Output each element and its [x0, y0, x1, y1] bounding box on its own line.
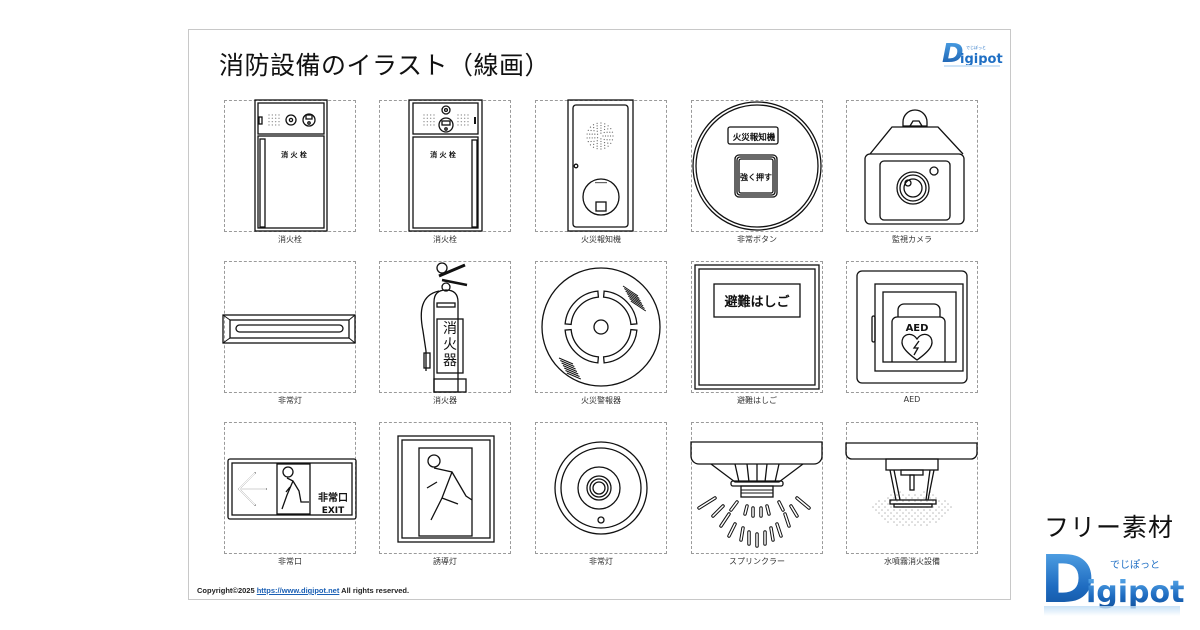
illustration-caption: 非常灯	[278, 396, 302, 405]
illustration-card[interactable]: 消 火 栓	[224, 99, 356, 232]
illustration-card[interactable]	[222, 261, 356, 393]
emergency-light-bar-icon	[222, 314, 356, 344]
emergency-ceiling-light-icon	[554, 441, 648, 535]
illustration-card[interactable]: 消 火 栓	[379, 99, 511, 232]
illustration-card[interactable]	[690, 422, 823, 554]
brand-d: D	[1040, 541, 1095, 618]
guide-light-icon	[397, 435, 495, 543]
copyright-prefix: Copyright©2025	[197, 586, 257, 595]
illustration-card[interactable]: 非常口 EXIT	[224, 422, 357, 554]
water-mist-icon	[845, 442, 978, 526]
aed-cabinet-icon: AED	[856, 270, 968, 384]
security-camera-icon	[864, 109, 965, 225]
illustration-caption: AED	[903, 395, 921, 404]
emergency-button-icon: 火災報知機 強く押す	[692, 101, 822, 231]
illustration-caption: 消火栓	[433, 235, 457, 244]
illustration-caption: 非常灯	[589, 557, 613, 566]
illustration-card[interactable]	[379, 422, 511, 554]
illustration-inner-label: 消 火 栓	[430, 150, 456, 159]
illustration-caption: 火災警報器	[581, 396, 621, 405]
illustration-inner-label: AED	[906, 323, 929, 334]
copyright-notice: Copyright©2025 https://www.digipot.net A…	[197, 586, 409, 595]
digipot-logo-large: D igipot でじぽっと	[1040, 541, 1184, 618]
illustration-caption: 監視カメラ	[892, 235, 932, 244]
illustration-caption: 火災報知機	[581, 235, 621, 244]
exit-sign-icon: 非常口 EXIT	[227, 458, 357, 520]
illustration-inner-label: 避難はしご	[724, 294, 790, 310]
copyright-link[interactable]: https://www.digipot.net	[256, 586, 340, 595]
extinguisher-label-char: 消	[443, 321, 457, 337]
fire-hydrant-box-icon: 消 火 栓	[254, 99, 328, 232]
escape-ladder-box-icon: 避難はしご	[694, 264, 820, 390]
fire-extinguisher-icon: 消火器	[420, 262, 468, 393]
extinguisher-label-char: 火	[443, 337, 457, 353]
svg-text:igipot: igipot	[960, 52, 1003, 67]
illustration-card[interactable]: 火災報知機 強く押す	[691, 100, 823, 232]
brand-kana: でじぽっと	[1110, 559, 1160, 571]
illustration-caption: 非常ボタン	[737, 235, 777, 244]
brand-name: igipot	[1086, 575, 1184, 610]
illustration-caption: スプリンクラー	[729, 557, 785, 566]
illustration-inner-label: 消 火 栓	[281, 150, 307, 159]
illustration-card[interactable]	[846, 100, 978, 232]
illustration-caption: 避難はしご	[737, 396, 777, 405]
smoke-detector-icon	[541, 267, 661, 387]
illustration-caption: 誘導灯	[433, 557, 457, 566]
extinguisher-label-char: 器	[443, 353, 457, 369]
copyright-suffix: All rights reserved.	[339, 586, 410, 595]
sprinkler-icon	[690, 441, 823, 548]
illustration-card[interactable]: AED	[846, 261, 978, 393]
illustration-inner-label: 非常口	[318, 491, 348, 504]
illustration-inner-label: EXIT	[322, 506, 345, 516]
illustration-inner-label: 火災報知機	[733, 132, 776, 143]
illustration-card[interactable]	[535, 261, 667, 393]
svg-text:D: D	[942, 39, 964, 69]
illustration-caption: 消火器	[433, 396, 457, 405]
illustration-card[interactable]: 消火器	[379, 261, 511, 393]
illustration-caption: 非常口	[278, 557, 302, 566]
page-title: 消防設備のイラスト（線画）	[219, 51, 551, 80]
illustration-caption: 水噴霧消火設備	[884, 557, 940, 566]
fire-hydrant-box-icon: 消 火 栓	[408, 99, 483, 232]
illustration-card[interactable]	[535, 99, 667, 232]
digipot-logo-small: D igipot でじぽっと	[942, 39, 1003, 69]
illustration-card[interactable]	[845, 422, 978, 554]
illustration-caption: 消火栓	[278, 235, 302, 244]
free-material-label: フリー素材	[1044, 513, 1175, 542]
illustration-inner-label: 強く押す	[740, 172, 772, 182]
illustration-inner-label: でじぽっと	[966, 44, 986, 50]
fire-alarm-panel-icon	[567, 99, 634, 232]
illustration-card[interactable]: 避難はしご	[691, 261, 823, 393]
illustration-card[interactable]	[535, 422, 667, 554]
